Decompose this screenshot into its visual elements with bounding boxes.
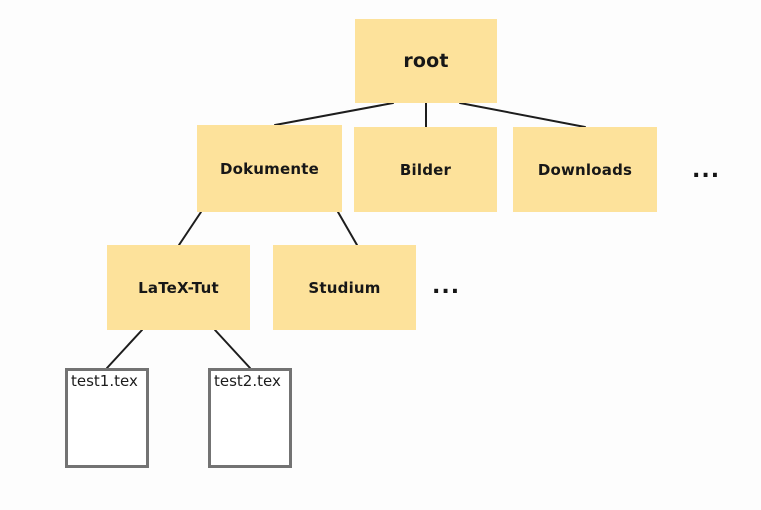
edge-root-to-downloads xyxy=(459,102,586,128)
edge-latex_tut-to-test1 xyxy=(106,329,143,369)
node-studium-label: Studium xyxy=(308,278,381,297)
node-downloads-label: Downloads xyxy=(537,160,633,179)
edge-dokumente-to-latex_tut xyxy=(178,211,202,246)
edge-root-to-dokumente xyxy=(274,102,394,126)
node-root-label: root xyxy=(403,50,449,72)
node-dokumente-label: Dokumente xyxy=(219,159,320,178)
node-studium[interactable]: Studium xyxy=(273,245,416,330)
node-downloads[interactable]: Downloads xyxy=(513,127,657,212)
node-test2-tex-label: test2.tex xyxy=(214,372,281,390)
node-test1-tex[interactable]: test1.tex xyxy=(65,368,149,468)
ellipsis-level2: ... xyxy=(692,158,721,183)
ellipsis-level3: ... xyxy=(432,274,461,299)
edge-latex_tut-to-test2 xyxy=(214,329,251,369)
edge-dokumente-to-studium xyxy=(337,211,358,246)
node-test2-tex[interactable]: test2.tex xyxy=(208,368,292,468)
node-bilder-label: Bilder xyxy=(399,160,452,179)
node-bilder[interactable]: Bilder xyxy=(354,127,497,212)
node-dokumente[interactable]: Dokumente xyxy=(197,125,342,212)
node-latex-tut-label: LaTeX-Tut xyxy=(138,278,219,297)
node-test1-tex-label: test1.tex xyxy=(71,372,138,390)
node-latex-tut[interactable]: LaTeX-Tut xyxy=(107,245,250,330)
node-root[interactable]: root xyxy=(355,19,497,103)
